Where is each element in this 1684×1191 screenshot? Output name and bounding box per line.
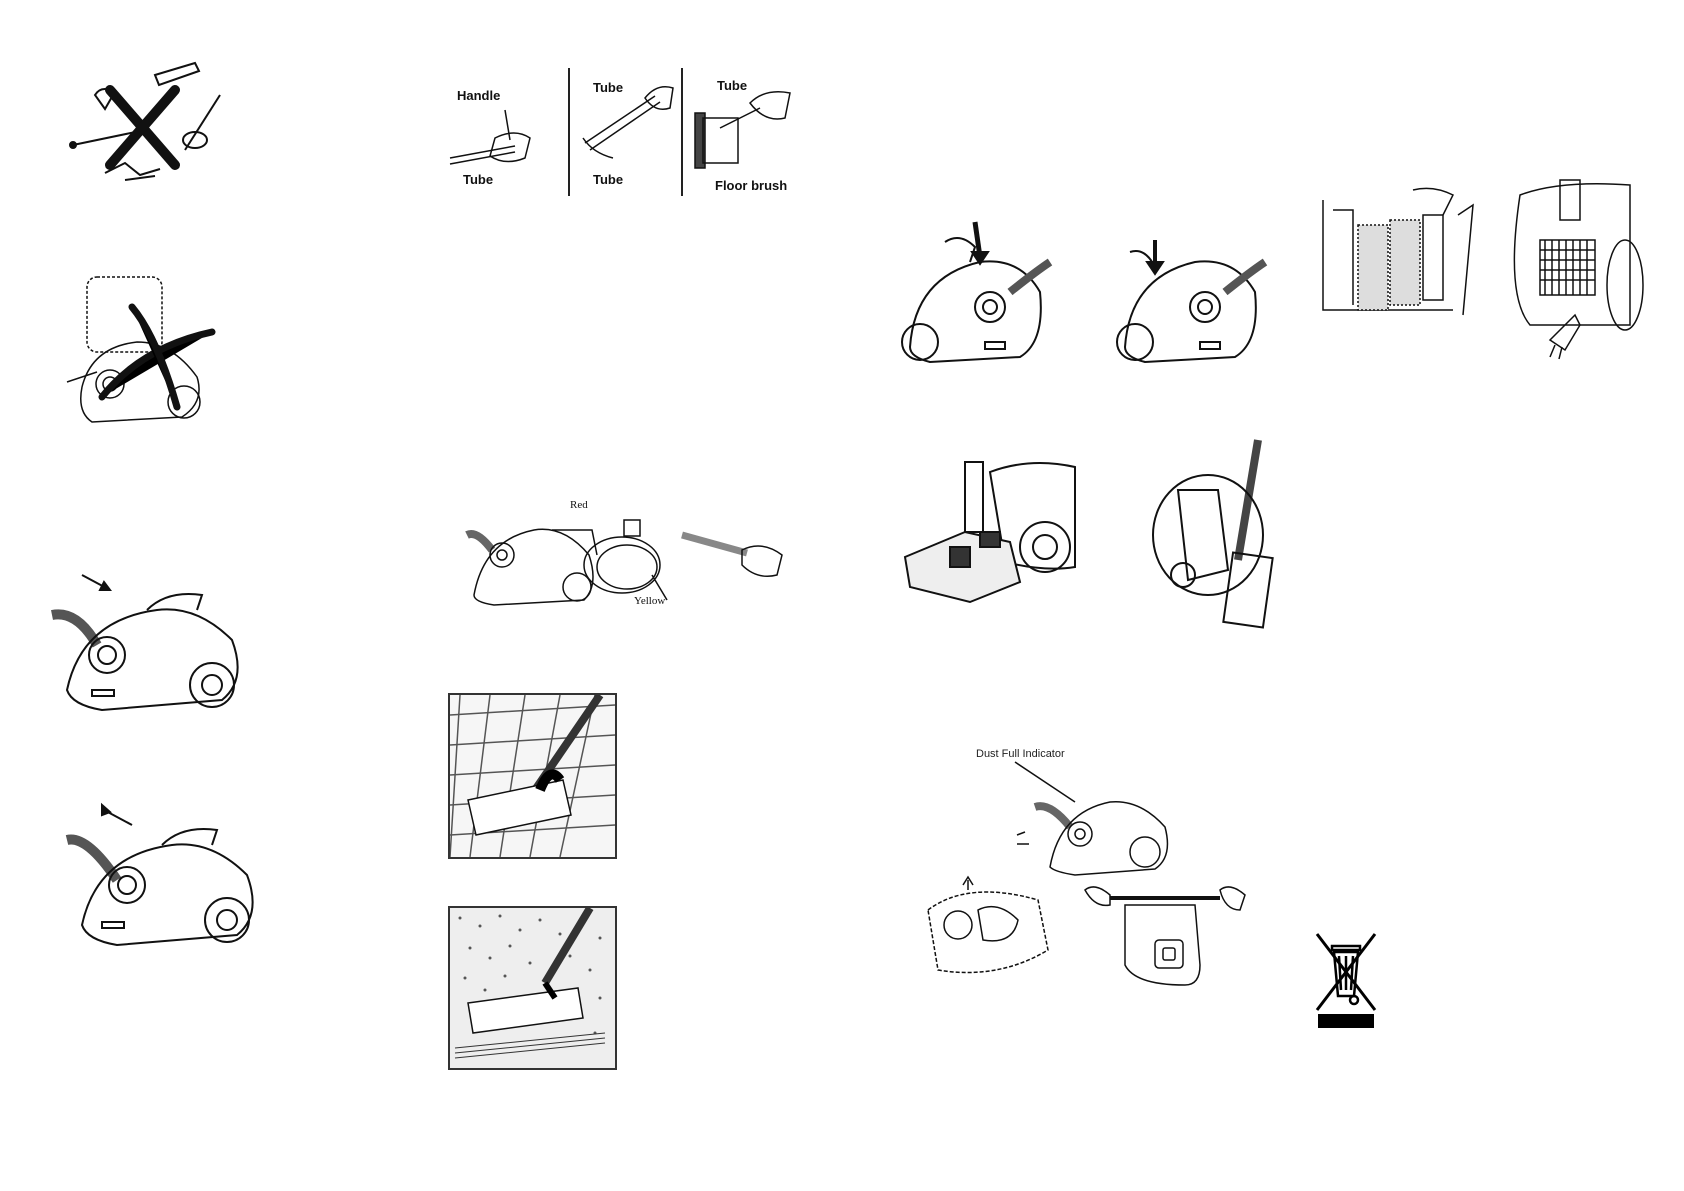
weee-symbol [1315,932,1377,1040]
dust-full-indicator-illustration [1014,761,1175,877]
hard-floor-illustration [448,693,617,859]
handle-label: Handle [457,88,501,103]
dust-full-indicator-label: Dust Full Indicator [976,748,1065,760]
no-heat-source-illustration [62,272,216,437]
cord-rewind-illustration [900,221,1055,377]
yellow-marker-label: Yellow [634,595,666,607]
tube-label: Tube [593,80,624,95]
hose-remove-illustration [62,800,254,950]
exhaust-grill-illustration [1500,175,1644,360]
red-marker-label: Red [570,499,588,511]
weee-black-bar [1318,1014,1374,1028]
tube-label: Tube [463,172,494,187]
panel-divider [681,68,683,196]
floor-brush-label: Floor brush [715,178,788,193]
crossed-out-bin-icon [1315,933,1377,1011]
tube-assembly-panel: Handle Tube Tube Tube Tube Floor brush [445,68,800,203]
dust-bag-compartment-illustration [918,875,1049,980]
panel-divider [568,68,570,196]
vertical-storage-illustration [1148,439,1298,635]
tube-label: Tube [593,172,624,187]
no-sharp-objects-icon [69,61,221,181]
tube-parking-illustration [900,461,1076,607]
power-switch-illustration [1115,222,1270,377]
carpet-illustration [448,906,617,1070]
tube-label: Tube [717,78,748,93]
hose-insert-illustration [51,570,239,720]
filter-replacement-illustration [1318,187,1478,320]
power-cord-illustration: Red Yellow [462,495,792,615]
paper-bag-illustration [1084,880,1246,990]
no-sharp-objects-illustration [65,55,240,190]
